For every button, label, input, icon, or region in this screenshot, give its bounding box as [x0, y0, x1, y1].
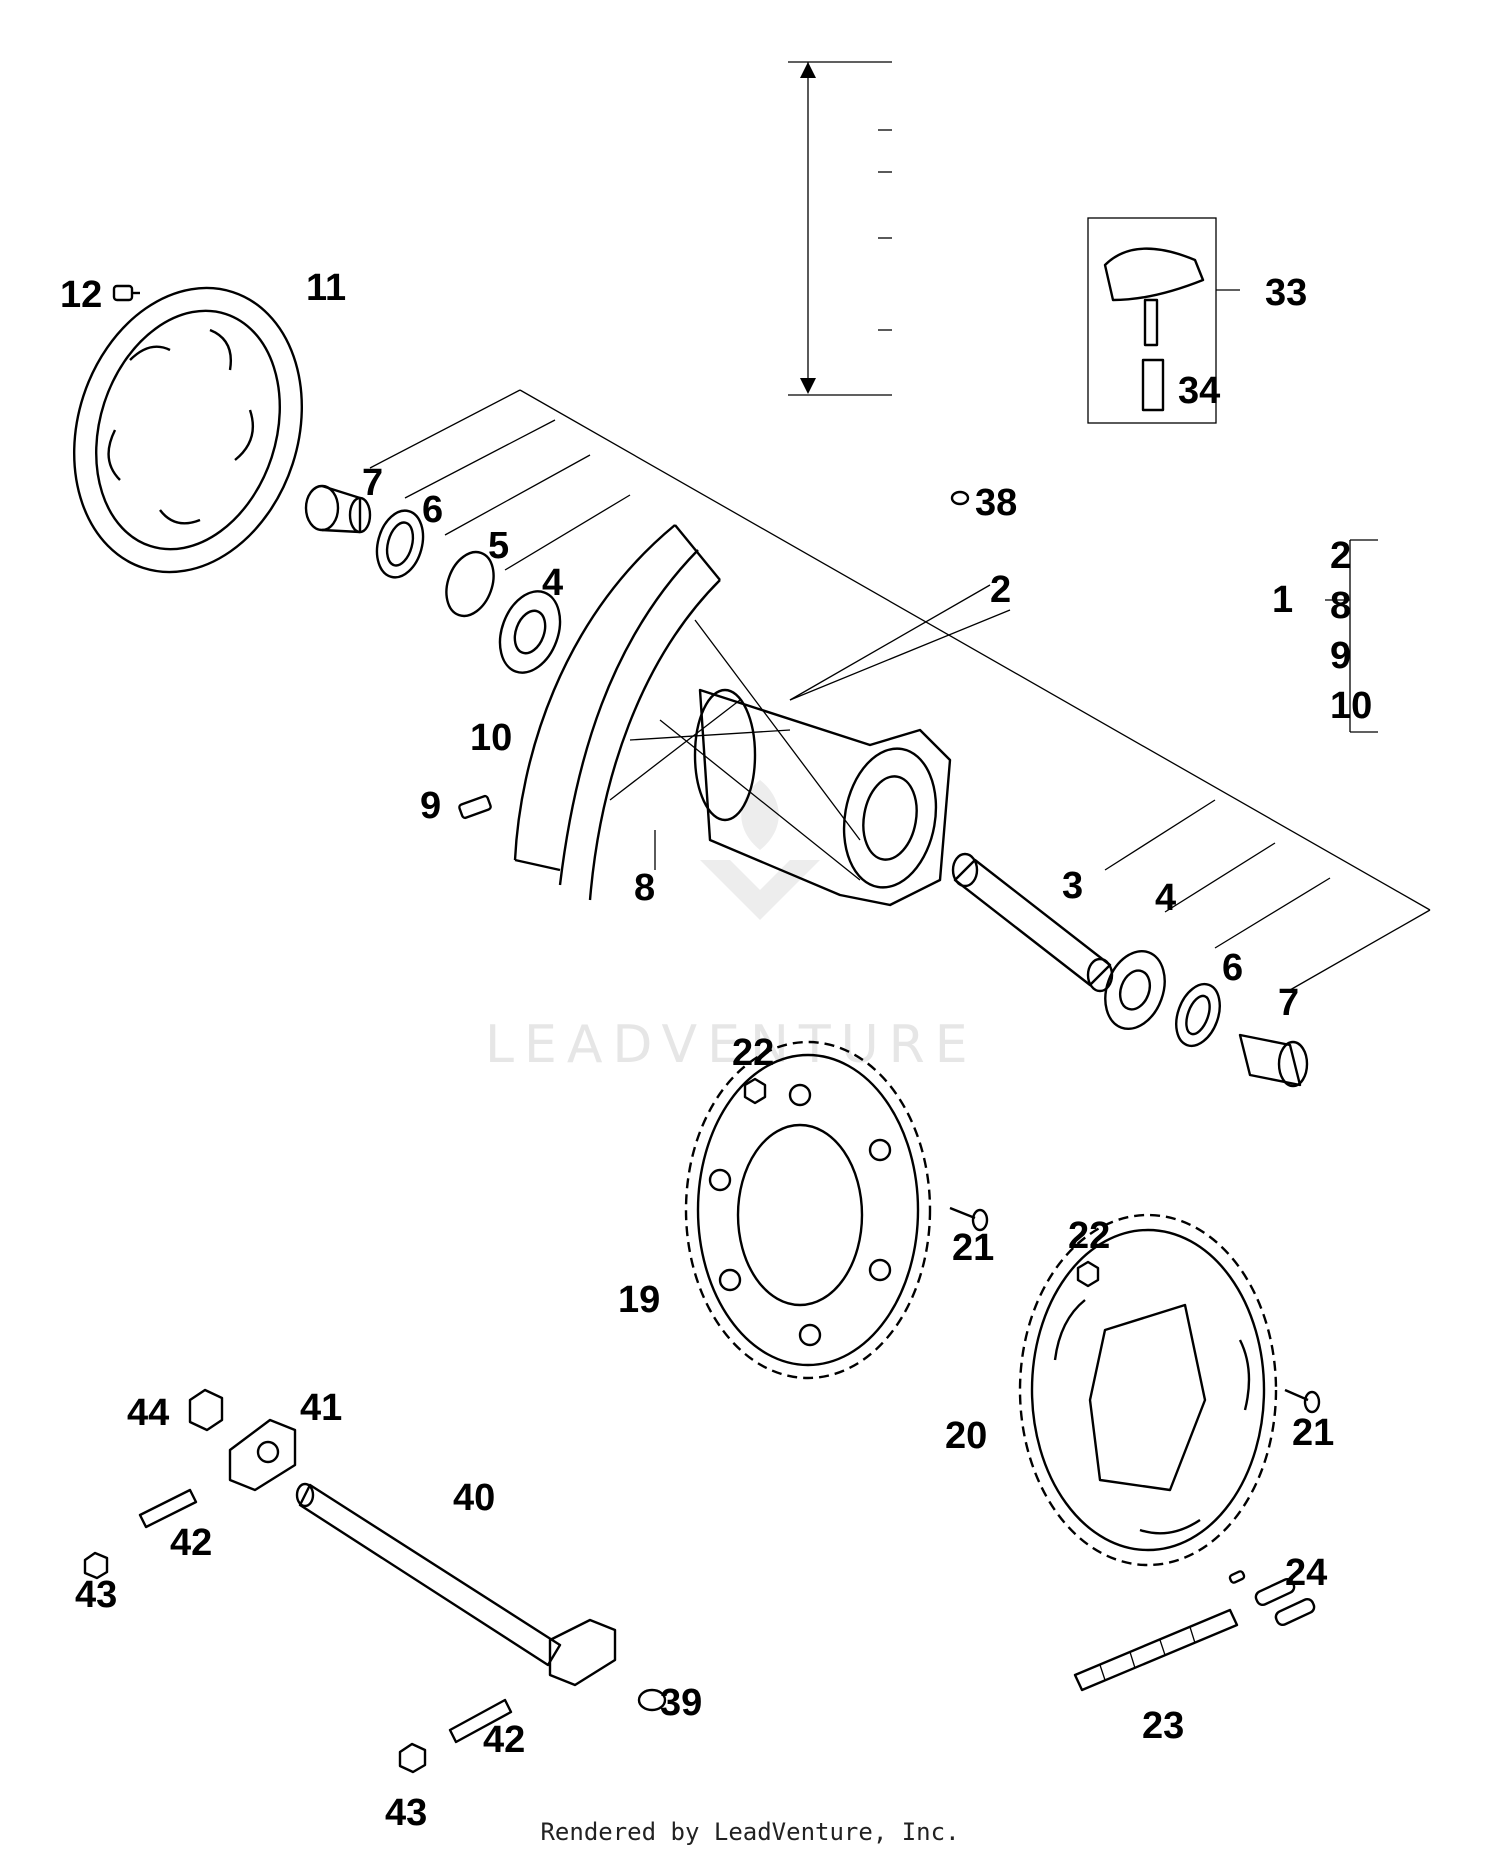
axle — [295, 1482, 562, 1667]
callout-22b: 22 — [1068, 1215, 1110, 1257]
kit-item-3: 9 — [1330, 635, 1351, 677]
plug — [950, 490, 970, 506]
bearing-right — [1104, 950, 1166, 1030]
sprocket-screw-a — [949, 1206, 989, 1232]
callout-10: 10 — [470, 717, 512, 759]
chain-adjuster-b — [548, 1618, 617, 1687]
circlip — [445, 550, 495, 618]
callout-44: 44 — [127, 1392, 169, 1434]
sprocket-steel — [684, 1040, 932, 1380]
callout-5: 5 — [488, 525, 509, 567]
callout-43a: 43 — [75, 1574, 117, 1616]
tire-valve — [458, 794, 492, 820]
callout-6b: 6 — [1222, 947, 1243, 989]
master-link — [1228, 1570, 1316, 1627]
callout-7a: 7 — [362, 462, 383, 504]
leadventure-watermark: LEADVENTURE — [485, 780, 978, 1075]
sprocket-screw-b — [1284, 1388, 1321, 1414]
callout-24: 24 — [1285, 1552, 1327, 1594]
callout-41: 41 — [300, 1387, 342, 1429]
hub — [693, 688, 952, 907]
spacer-left — [304, 484, 372, 534]
kit-item-1: 2 — [1330, 535, 1351, 577]
rim — [513, 524, 721, 901]
sprocket-alloy — [1018, 1213, 1278, 1567]
adjust-screw-b — [448, 1698, 513, 1744]
kit-item-4: 10 — [1330, 685, 1372, 727]
callout-2: 2 — [990, 569, 1011, 611]
watermark-text: LEADVENTURE — [485, 1015, 978, 1075]
callout-21b: 21 — [1292, 1412, 1334, 1454]
callout-42a: 42 — [170, 1522, 212, 1564]
callout-38: 38 — [975, 482, 1017, 524]
callout-3: 3 — [1062, 865, 1083, 907]
callout-21a: 21 — [952, 1227, 994, 1269]
bearing-left — [498, 590, 562, 674]
callout-8: 8 — [634, 867, 655, 909]
sprocket-nut-b — [1076, 1260, 1100, 1288]
axle-cap — [637, 1688, 667, 1712]
seal-left — [375, 509, 425, 579]
callout-20: 20 — [945, 1415, 987, 1457]
sprocket-nut-a — [743, 1077, 767, 1105]
callout-43b: 43 — [385, 1792, 427, 1834]
callout-40: 40 — [453, 1477, 495, 1519]
damper-box — [1087, 217, 1240, 424]
callout-9: 9 — [420, 785, 441, 827]
callout-labels: 12 11 33 34 7 6 5 4 38 2 1 2 8 9 10 10 9… — [60, 267, 1372, 1834]
dimension-line — [788, 61, 892, 396]
seal-right — [1175, 982, 1221, 1048]
callout-42b: 42 — [483, 1719, 525, 1761]
callout-4b: 4 — [1155, 877, 1176, 919]
adjust-nut-b — [398, 1742, 427, 1774]
callout-19: 19 — [618, 1279, 660, 1321]
chain-adjuster-a — [228, 1418, 297, 1492]
callout-34: 34 — [1178, 370, 1220, 412]
callout-11: 11 — [306, 267, 346, 309]
callout-1: 1 — [1272, 579, 1293, 621]
callout-33: 33 — [1265, 272, 1307, 314]
callout-7b: 7 — [1278, 982, 1299, 1024]
spacer-right — [1238, 1033, 1309, 1088]
callout-39: 39 — [660, 1682, 702, 1724]
spokes — [609, 619, 861, 881]
kit-item-2: 8 — [1330, 585, 1351, 627]
callout-12: 12 — [60, 274, 102, 316]
axle-nut — [188, 1388, 224, 1432]
brake-disc — [72, 286, 304, 574]
brake-disc-bolt — [112, 284, 140, 302]
callout-6a: 6 — [422, 489, 443, 531]
leader-lines — [654, 539, 1378, 870]
callout-4a: 4 — [542, 562, 563, 604]
callout-22a: 22 — [732, 1032, 774, 1074]
chain — [1073, 1608, 1239, 1692]
spacer-tube — [951, 852, 1114, 993]
adjust-nut-a — [83, 1551, 109, 1580]
callout-23: 23 — [1142, 1705, 1184, 1747]
adjust-screw-a — [138, 1488, 198, 1529]
exploded-guides — [369, 389, 1431, 991]
footer-credit: Rendered by LeadVenture, Inc. — [540, 1818, 960, 1846]
